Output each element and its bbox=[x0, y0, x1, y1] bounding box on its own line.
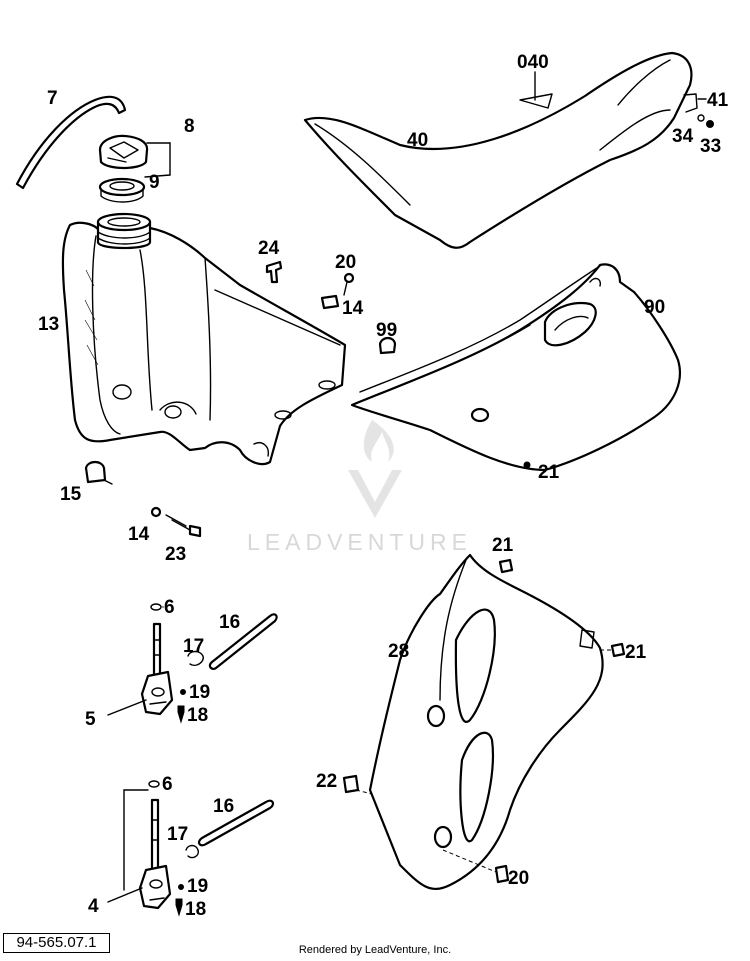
cap-seal-part bbox=[98, 177, 146, 203]
callout-19-lower: 19 bbox=[187, 876, 208, 897]
callout-23: 23 bbox=[165, 544, 186, 565]
callout-33: 33 bbox=[700, 136, 721, 157]
callout-6-upper: 6 bbox=[164, 597, 175, 618]
fuel-line-part bbox=[15, 95, 127, 190]
callout-20-lower: 20 bbox=[508, 868, 529, 889]
hose-16-lower bbox=[197, 799, 275, 847]
document-id: 94-565.07.1 bbox=[3, 933, 110, 953]
callout-17-upper: 17 bbox=[183, 636, 204, 657]
fasteners bbox=[84, 260, 626, 884]
seat-part bbox=[303, 51, 698, 249]
callout-22: 22 bbox=[316, 771, 337, 792]
watermark-text: LEADVENTURE bbox=[247, 529, 472, 555]
callout-9: 9 bbox=[149, 172, 160, 193]
fuel-tap-upper-part bbox=[140, 622, 174, 716]
callout-13: 13 bbox=[38, 314, 59, 335]
render-credit: Rendered by LeadVenture, Inc. bbox=[298, 944, 452, 956]
fuel-tap-lower-part bbox=[138, 798, 172, 910]
callout-19-upper: 19 bbox=[189, 682, 210, 703]
callout-labels: 040 41 40 34 33 7 8 9 13 24 20 14 99 90 … bbox=[38, 52, 729, 920]
callout-15: 15 bbox=[60, 484, 82, 505]
washer-6-upper bbox=[150, 603, 162, 611]
clamp-17-lower bbox=[185, 844, 200, 859]
callout-41: 41 bbox=[707, 90, 729, 111]
callout-14-lower: 14 bbox=[128, 524, 150, 545]
callout-34: 34 bbox=[672, 126, 694, 147]
hose-16-upper bbox=[208, 613, 278, 670]
callout-8: 8 bbox=[184, 116, 195, 137]
callout-6-lower: 6 bbox=[162, 774, 173, 795]
watermark-logo: LEADVENTURE bbox=[247, 420, 472, 555]
callout-040: 040 bbox=[517, 52, 549, 73]
callout-24: 24 bbox=[258, 238, 280, 259]
callout-90: 90 bbox=[644, 297, 665, 318]
callout-20-upper: 20 bbox=[335, 252, 356, 273]
fuel-tank-part bbox=[61, 212, 347, 466]
washer-6-lower bbox=[148, 780, 160, 788]
callout-21-b: 21 bbox=[492, 535, 514, 556]
clamp-17-upper bbox=[187, 650, 204, 666]
callout-16-lower: 16 bbox=[213, 796, 234, 817]
callout-18-lower: 18 bbox=[185, 899, 206, 920]
callout-16-upper: 16 bbox=[219, 612, 240, 633]
callout-21-a: 21 bbox=[538, 462, 560, 483]
callout-40: 40 bbox=[407, 130, 428, 151]
callout-7: 7 bbox=[47, 88, 58, 109]
callout-17-lower: 17 bbox=[167, 824, 188, 845]
callout-28: 28 bbox=[388, 641, 409, 662]
callout-21-c: 21 bbox=[625, 642, 647, 663]
callout-99: 99 bbox=[376, 320, 397, 341]
number-plate-part bbox=[368, 553, 604, 890]
callout-14-upper: 14 bbox=[342, 298, 364, 319]
callout-5: 5 bbox=[85, 709, 96, 730]
side-cover-part bbox=[350, 263, 681, 472]
fuel-cap-part bbox=[98, 134, 149, 170]
callout-18-upper: 18 bbox=[187, 705, 208, 726]
callout-4: 4 bbox=[88, 896, 99, 917]
